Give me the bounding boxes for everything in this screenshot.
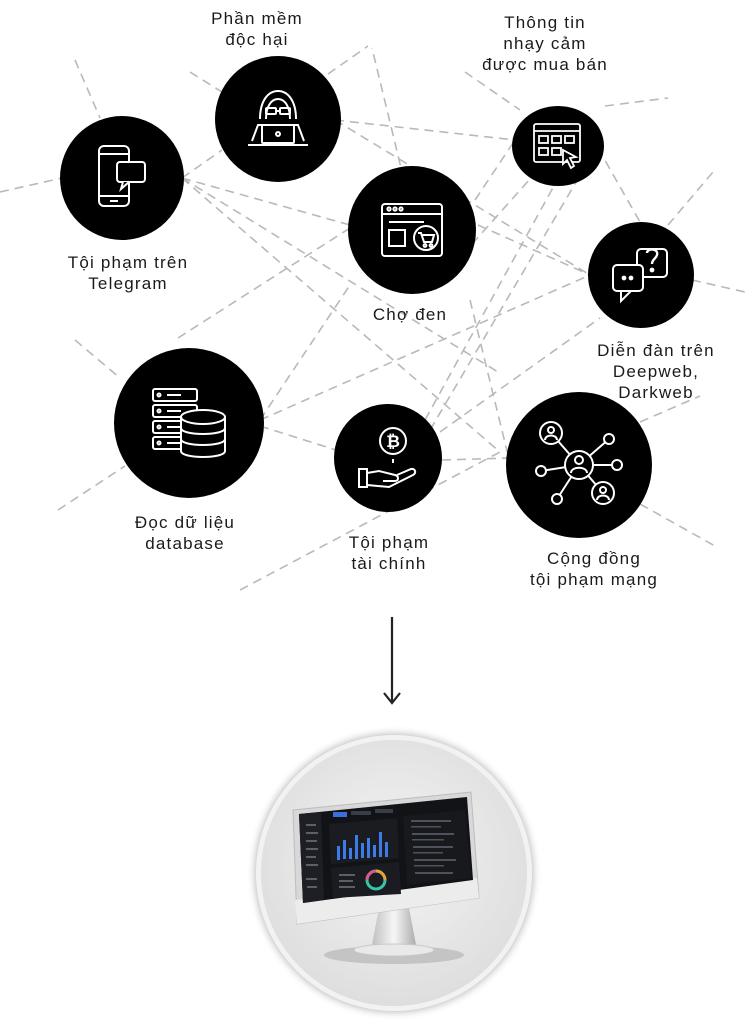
- label-black-market: Chợ đen: [372, 305, 448, 324]
- node-telegram-crime: [60, 116, 184, 240]
- hand-bitcoin-icon: ₿: [358, 427, 417, 489]
- web-cart-icon: [381, 203, 443, 257]
- svg-text:₿: ₿: [386, 432, 400, 452]
- label-forum: Diễn đàn trên Deepweb, Darkweb: [597, 341, 715, 402]
- label-sensitive-info: Thông tin nhạy cảm được mua bán: [482, 13, 608, 74]
- hacker-laptop-icon: [248, 89, 308, 146]
- label-database: Đọc dữ liệu database: [134, 513, 236, 553]
- node-cybercrime-community: [506, 392, 652, 538]
- down-arrow-icon: [383, 617, 401, 705]
- node-financial-crime: ₿: [334, 404, 442, 512]
- network-people-icon: [535, 421, 623, 505]
- web-grid-click-icon: [533, 123, 581, 170]
- node-database: [114, 348, 264, 498]
- label-financial-crime: Tội phạm tài chính: [348, 533, 430, 573]
- smartphone-chat-icon: [98, 145, 146, 207]
- node-forum: [588, 222, 694, 328]
- node-malware: [215, 56, 341, 182]
- node-black-market: [348, 166, 476, 294]
- label-telegram-crime: Tội phạm trên Telegram: [67, 253, 189, 293]
- node-sensitive-info: [512, 106, 604, 186]
- label-cybercrime-community: Cộng đồng tội phạm mạng: [529, 549, 659, 589]
- monitor-dashboard-icon: [261, 740, 527, 1006]
- server-database-icon: [152, 388, 226, 458]
- chat-bubbles-question-icon: [612, 248, 668, 304]
- label-malware: Phần mềm độc hại: [211, 9, 303, 49]
- monitor-badge: [261, 740, 527, 1006]
